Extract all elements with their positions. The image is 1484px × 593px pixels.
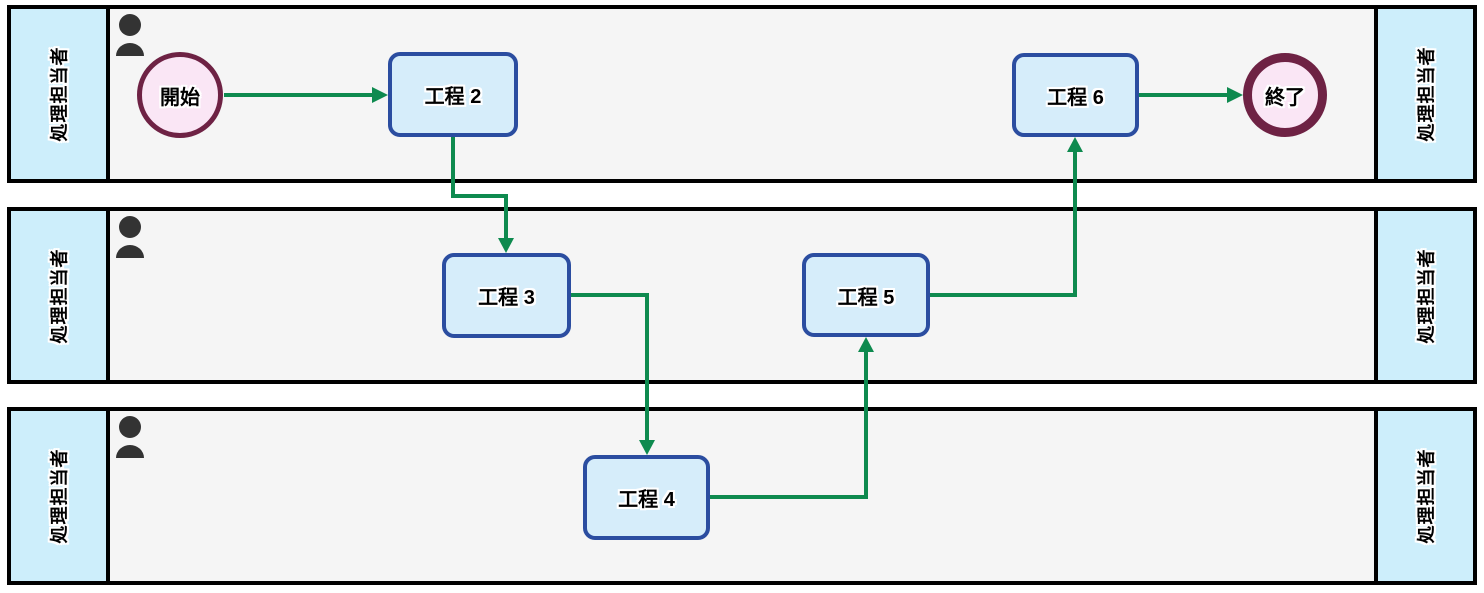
node-label: 工程 6 [1047, 86, 1104, 109]
swimlane-3: 処理担当者 処理担当者 [7, 407, 1477, 585]
process-node-step3: 工程 3 [442, 253, 571, 338]
lane-2-label-right: 処理担当者 [1374, 211, 1473, 380]
process-node-step2: 工程 2 [388, 52, 518, 137]
lane-1-body [110, 9, 1374, 179]
start-event-node: 開始 [137, 52, 223, 138]
swimlane-2: 処理担当者 処理担当者 [7, 207, 1477, 384]
lane-label: 処理担当者 [49, 46, 70, 142]
node-label: 工程 5 [837, 286, 895, 309]
node-label: 開始 [160, 86, 200, 109]
lane-2-label-left: 処理担当者 [11, 211, 110, 380]
lane-label: 処理担当者 [1416, 46, 1437, 142]
node-label: 工程 2 [424, 86, 482, 108]
lane-1-label-left: 処理担当者 [11, 9, 110, 179]
lane-1-label-right: 処理担当者 [1374, 9, 1473, 179]
lane-label: 処理担当者 [49, 448, 70, 544]
process-node-step6: 工程 6 [1012, 53, 1139, 137]
person-icon [116, 14, 144, 56]
process-node-step4: 工程 4 [583, 455, 710, 540]
person-icon [116, 216, 144, 258]
lane-label: 処理担当者 [1416, 248, 1437, 343]
node-label: 工程 3 [478, 287, 535, 309]
lane-3-label-left: 処理担当者 [11, 411, 110, 581]
process-node-step5: 工程 5 [802, 253, 930, 337]
lane-label: 処理担当者 [49, 248, 70, 343]
node-label: 終了 [1265, 86, 1305, 109]
lane-3-label-right: 処理担当者 [1374, 411, 1473, 581]
lane-3-body [110, 411, 1374, 581]
lane-2-body [110, 211, 1374, 380]
node-label: 工程 4 [618, 489, 675, 511]
lane-label: 処理担当者 [1416, 448, 1437, 544]
end-event-node: 終了 [1243, 53, 1327, 137]
person-icon [116, 416, 144, 458]
